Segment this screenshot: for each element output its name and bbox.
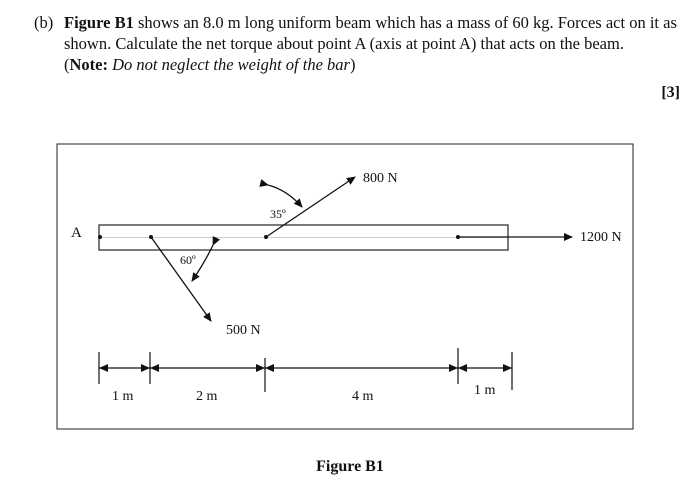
beam xyxy=(98,224,509,251)
figure-frame xyxy=(56,143,634,430)
dimension-2m: 2 m xyxy=(196,389,218,404)
note-text: Do not neglect the weight of the bar xyxy=(107,55,350,74)
note: (Note: Do not neglect the weight of the … xyxy=(64,55,356,74)
angle-35-label: 35º xyxy=(270,207,286,221)
force-1200n-label: 1200 N xyxy=(580,230,622,245)
marks: [3] xyxy=(661,84,680,101)
angle-60-arc xyxy=(191,236,221,282)
angle-35-arc xyxy=(259,179,303,208)
force-1200n xyxy=(456,233,573,241)
force-800n-label: 800 N xyxy=(363,171,398,186)
dimension-1m-left: 1 m xyxy=(112,389,134,404)
dimension-arrowheads xyxy=(99,364,512,372)
figure-reference: Figure B1 xyxy=(64,13,134,32)
dimension-1m-right: 1 m xyxy=(474,383,496,398)
point-a-label: A xyxy=(71,225,82,241)
force-500n-label: 500 N xyxy=(226,323,261,338)
force-800n xyxy=(264,176,356,239)
figure-caption: Figure B1 xyxy=(316,458,384,475)
question-text: (b) Figure B1 shows an 8.0 m long unifor… xyxy=(34,12,684,75)
note-label: Note: xyxy=(69,55,108,74)
angle-60-label: 60º xyxy=(180,253,196,267)
dimension-4m: 4 m xyxy=(352,389,374,404)
force-500n xyxy=(149,235,212,322)
part-label: (b) xyxy=(34,13,54,32)
point-a-dot xyxy=(98,235,102,239)
question-body: shows an 8.0 m long uniform beam which h… xyxy=(64,13,677,53)
dimension-line xyxy=(98,348,513,392)
